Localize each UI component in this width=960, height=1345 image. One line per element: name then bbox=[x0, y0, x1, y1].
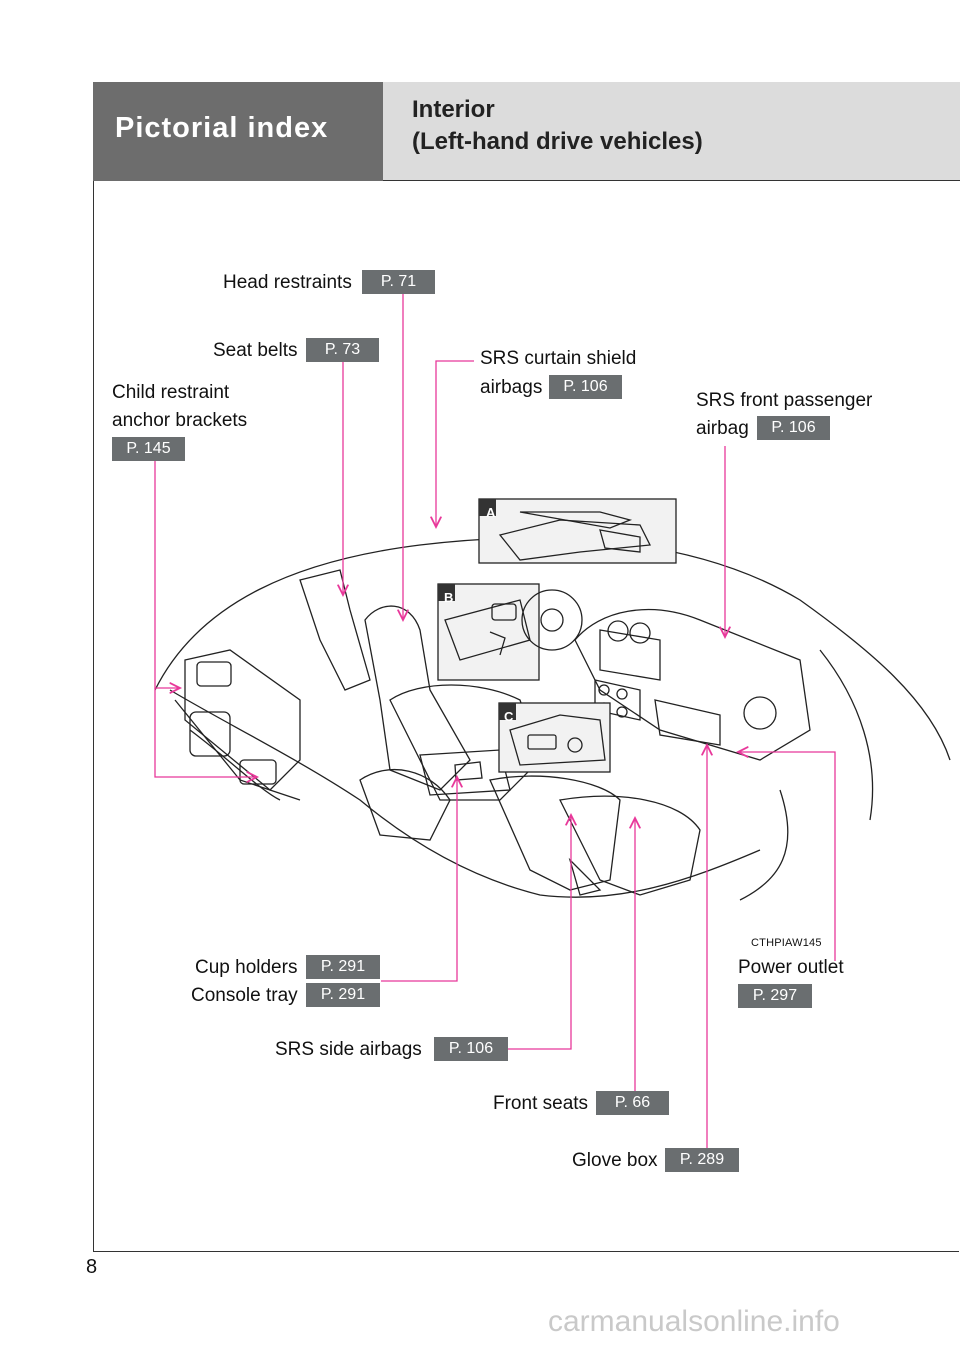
cup-holders-page[interactable]: P. 291 bbox=[306, 955, 380, 979]
inset-b-letter: B bbox=[444, 590, 454, 605]
page-title-line2: (Left-hand drive vehicles) bbox=[412, 128, 703, 155]
head-restraints-label: Head restraints bbox=[223, 272, 352, 293]
head-restraints-page[interactable]: P. 71 bbox=[362, 270, 435, 294]
child-restraint-label-line1: Child restraint bbox=[112, 382, 230, 403]
srs-side-label: SRS side airbags bbox=[275, 1039, 422, 1060]
section-title: Pictorial index bbox=[115, 112, 329, 144]
watermark: carmanualsonline.info bbox=[548, 1305, 840, 1338]
page-number: 8 bbox=[86, 1256, 98, 1278]
inset-a-tag bbox=[479, 499, 496, 516]
srs-curtain-page[interactable]: P. 106 bbox=[549, 375, 622, 399]
console-tray-label: Console tray bbox=[191, 985, 298, 1006]
glove-box-page[interactable]: P. 289 bbox=[665, 1148, 739, 1172]
inset-c-letter: C bbox=[504, 709, 514, 724]
seat-belts-page[interactable]: P. 73 bbox=[306, 338, 379, 362]
srs-curtain-label-line1: SRS curtain shield bbox=[480, 348, 637, 369]
child-restraint-label-line2: anchor brackets bbox=[112, 410, 248, 431]
inset-b-tag bbox=[438, 584, 455, 601]
srs-front-label: airbag bbox=[696, 418, 749, 439]
inset-c-tag bbox=[499, 703, 516, 720]
page-header: Interior (Left-hand drive vehicles) bbox=[383, 82, 960, 181]
front-seats-label: Front seats bbox=[493, 1093, 589, 1114]
glove-box-label: Glove box bbox=[572, 1150, 658, 1171]
car-interior-drawing bbox=[154, 537, 951, 901]
cup-holders-label: Cup holders bbox=[195, 957, 298, 978]
srs-side-page[interactable]: P. 106 bbox=[434, 1037, 508, 1061]
inset-a-letter: A bbox=[486, 505, 496, 520]
power-outlet-page[interactable]: P. 297 bbox=[738, 984, 812, 1008]
power-outlet-label: Power outlet bbox=[738, 957, 844, 978]
console-tray-page[interactable]: P. 291 bbox=[306, 983, 380, 1007]
srs-front-page[interactable]: P. 106 bbox=[757, 416, 830, 440]
inset-a bbox=[478, 498, 677, 564]
leader-lines bbox=[154, 294, 836, 1148]
child-restraint-page[interactable]: P. 145 bbox=[112, 437, 185, 461]
illustration-code: CTHPIAW145 bbox=[751, 937, 822, 949]
page-title-line1: Interior bbox=[412, 96, 495, 123]
inset-c bbox=[498, 702, 611, 773]
seat-belts-label: Seat belts bbox=[213, 340, 298, 361]
srs-curtain-label: airbags bbox=[480, 377, 543, 398]
srs-front-label-line1: SRS front passenger bbox=[696, 390, 873, 411]
section-tab: Pictorial index bbox=[93, 82, 383, 181]
front-seats-page[interactable]: P. 66 bbox=[596, 1091, 669, 1115]
